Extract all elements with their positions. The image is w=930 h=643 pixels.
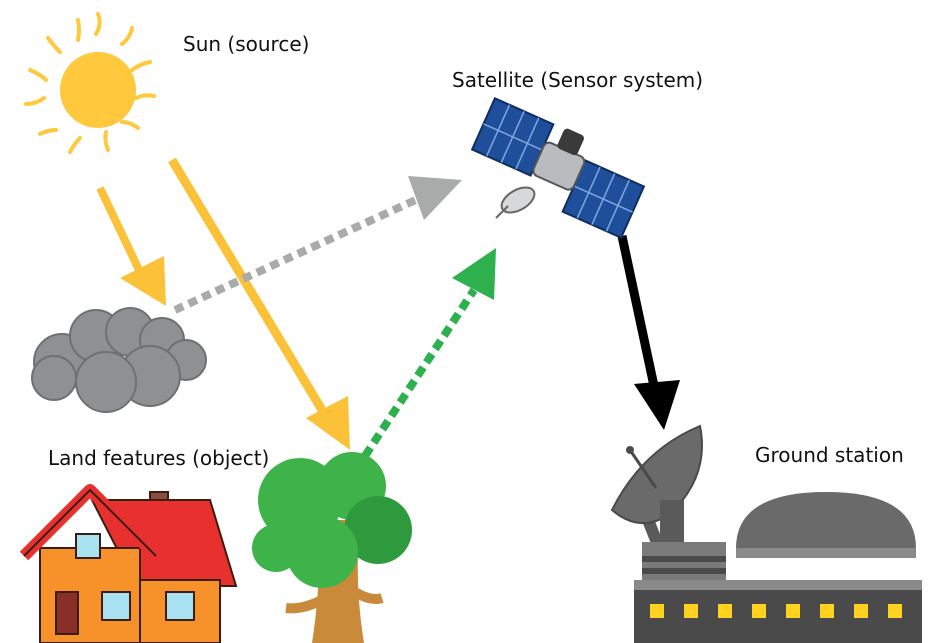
- arrow-satellite-to-ground: [617, 235, 680, 430]
- tree-icon: [252, 452, 412, 643]
- ground-station-icon: [634, 492, 922, 643]
- sun-icon: [24, 12, 156, 154]
- arrow-sun-to-cloud: [96, 186, 166, 306]
- arrow-tree-to-satellite: [361, 248, 496, 459]
- arrow-sun-to-tree: [168, 157, 350, 450]
- satellite-label: Satellite (Sensor system): [452, 68, 704, 92]
- arrow-cloud-to-satellite: [173, 176, 462, 314]
- satellite-icon: [470, 96, 646, 240]
- ground-station-label: Ground station: [755, 443, 904, 467]
- house-icon: [19, 484, 238, 643]
- sun-label: Sun (source): [183, 32, 310, 56]
- cloud-icon: [31, 307, 207, 413]
- dish-antenna-icon: [610, 424, 703, 563]
- land-features-label: Land features (object): [48, 446, 270, 470]
